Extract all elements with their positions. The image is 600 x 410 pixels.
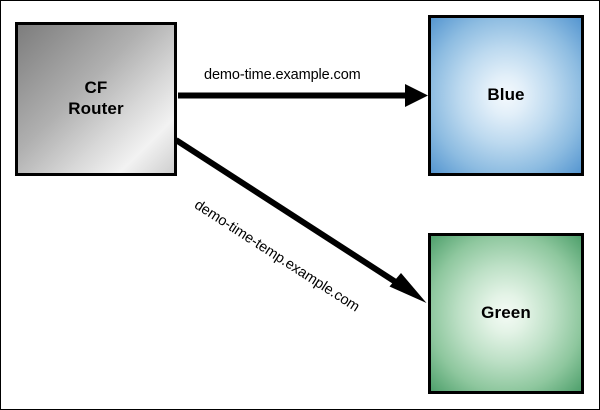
node-green-label: Green bbox=[481, 303, 531, 323]
node-blue-label: Blue bbox=[487, 85, 525, 105]
edge-green-arrow-head bbox=[389, 273, 427, 303]
edge-label-blue: demo-time.example.com bbox=[204, 67, 361, 83]
node-cf-router[interactable]: CF Router bbox=[15, 22, 177, 176]
node-blue[interactable]: Blue bbox=[428, 15, 584, 176]
edge-blue-arrow-head bbox=[405, 84, 428, 107]
edge-blue-arrow bbox=[178, 84, 428, 107]
edge-label-green: demo-time-temp.example.com bbox=[191, 197, 363, 316]
node-cf-router-label: CF Router bbox=[68, 78, 124, 118]
node-green[interactable]: Green bbox=[428, 233, 584, 394]
